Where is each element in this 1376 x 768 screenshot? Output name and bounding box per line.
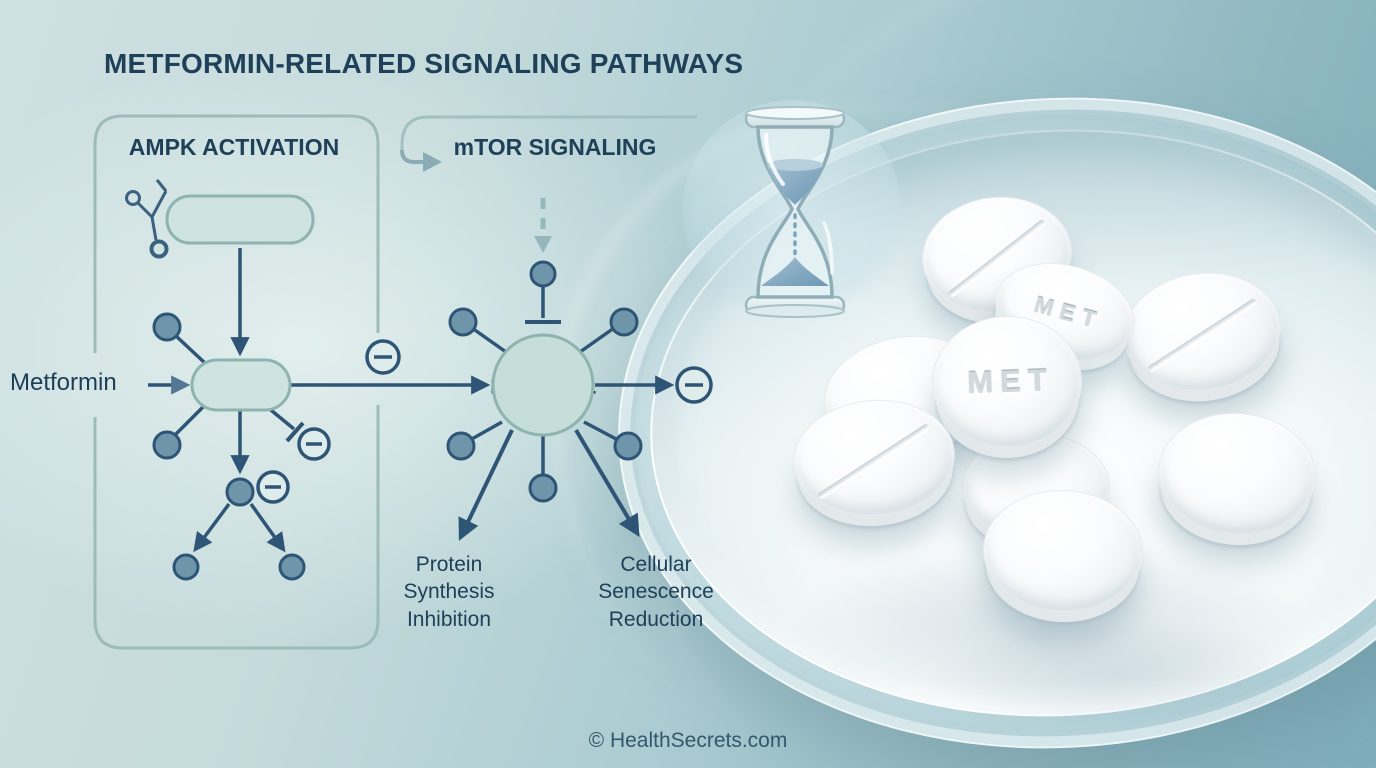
mtorc1-node-shape [491,333,595,437]
mtor-panel-border [400,115,697,150]
hourglass-icon [744,106,846,318]
signal-dots [152,260,643,581]
watermark: © HealthSecrets.com [588,729,788,752]
outcome-protein-synthesis: Protein Synthesis Inhibition [403,553,495,631]
mtor-panel-heading: mTOR SIGNALING [453,134,657,160]
pill-cluster-shadow [930,620,1310,730]
outcome-cellular-senescence: Cellular Senescence Reduction [598,553,714,631]
metformin-input-label: Metformin [10,369,117,396]
inhibition-symbol [256,339,713,504]
dashed-input-arrow [534,198,552,253]
pathway-nodes [165,194,595,437]
ampk-node-shape [190,358,292,412]
ampk-panel-border [93,114,380,650]
ampk-panel-heading: AMPK ACTIVATION [128,134,340,160]
panel-connector-arrow [400,149,442,172]
diagram-lines [148,248,675,553]
page-title: METFORMIN-RELATED SIGNALING PATHWAYS [104,48,744,79]
metformin-node-shape [165,194,315,245]
molecule-icon [125,179,169,259]
